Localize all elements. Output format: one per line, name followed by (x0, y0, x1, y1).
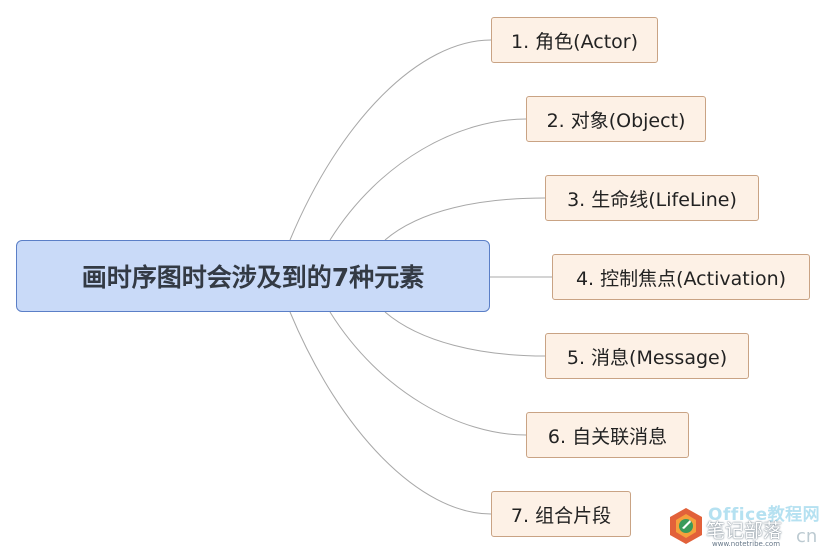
watermark-line2: 笔记部落 (706, 520, 783, 542)
central-topic: 画时序图时会涉及到的7种元素 (16, 240, 490, 312)
branch-topic-activation: 4. 控制焦点(Activation) (552, 254, 810, 300)
connector-2 (329, 118, 527, 241)
connector-6 (329, 311, 527, 436)
connector-1 (289, 39, 492, 241)
connector-3 (384, 197, 546, 241)
branch-topic-label: 7. 组合片段 (510, 504, 612, 527)
branch-topic-message: 5. 消息(Message) (545, 333, 749, 379)
connector-5 (384, 311, 546, 357)
branch-topic-combined-fragment: 7. 组合片段 (491, 491, 631, 537)
branch-topic-self-message: 6. 自关联消息 (526, 412, 689, 458)
watermark-suffix: cn (796, 526, 818, 547)
branch-topic-lifeline: 3. 生命线(LifeLine) (545, 175, 759, 221)
watermark: Office教程网 笔记部落 cn www.notetribe.com (668, 500, 828, 552)
watermark-url: www.notetribe.com (712, 540, 781, 548)
branch-topic-actor: 1. 角色(Actor) (491, 17, 658, 63)
central-topic-label: 画时序图时会涉及到的7种元素 (81, 263, 425, 292)
branch-topic-label: 1. 角色(Actor) (511, 30, 638, 53)
branch-topic-label: 3. 生命线(LifeLine) (567, 188, 737, 211)
watermark-line1: Office教程网 (708, 505, 821, 525)
branch-topic-label: 6. 自关联消息 (547, 425, 668, 448)
connector-7 (289, 311, 492, 515)
office-logo-icon (670, 508, 702, 544)
branch-topic-label: 5. 消息(Message) (566, 346, 728, 369)
branch-topic-object: 2. 对象(Object) (526, 96, 706, 142)
branch-topic-label: 4. 控制焦点(Activation) (575, 267, 787, 290)
branch-topic-label: 2. 对象(Object) (546, 109, 686, 132)
